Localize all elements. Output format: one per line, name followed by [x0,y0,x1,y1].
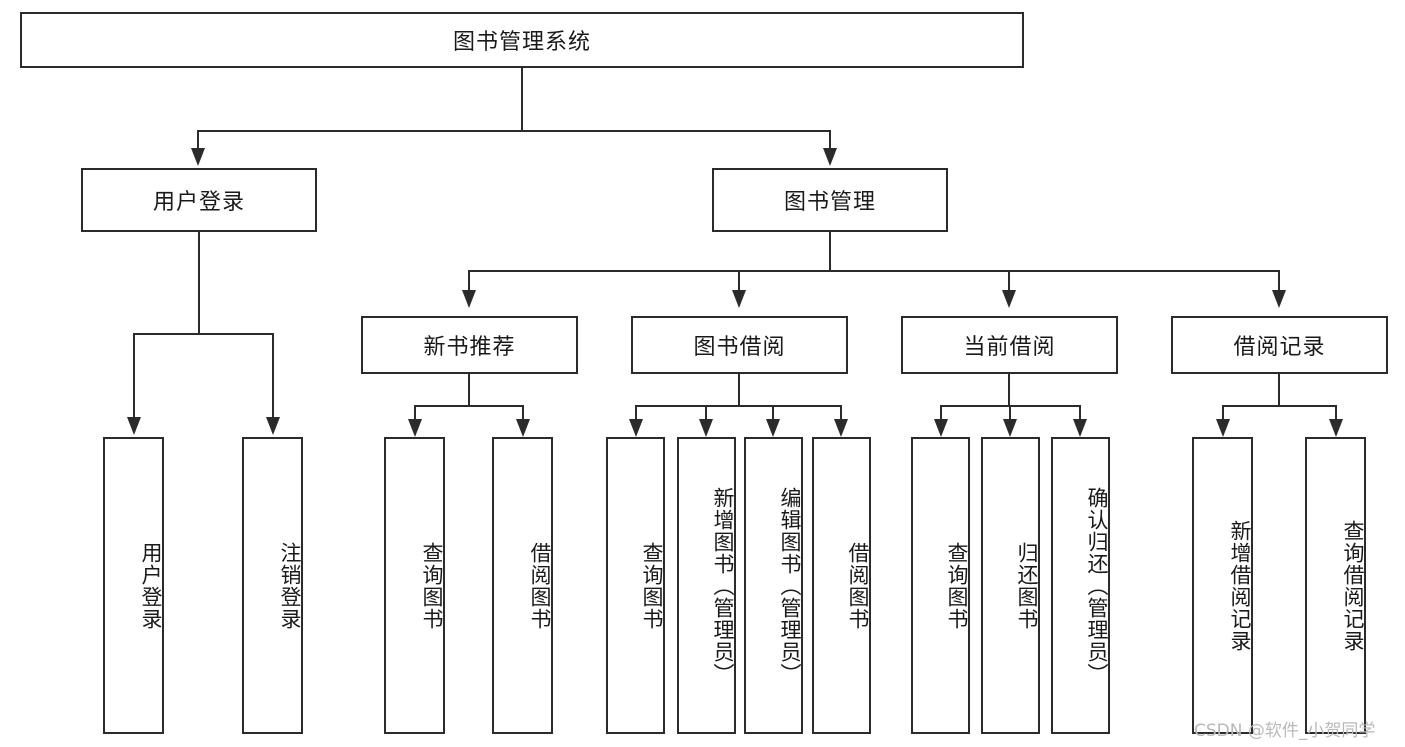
edge-book-management-stem [829,232,831,272]
node-label: 图书管理 [783,190,876,215]
edge-br-drop-2 [1335,405,1337,421]
node-leaf-borrow-book[interactable]: 借阅图书 [812,437,871,734]
node-label: 注销登录 [278,541,302,630]
arrowhead-leaf-borrow-book-1 [516,419,530,437]
edge-br-stem [1278,374,1280,407]
node-leaf-query-book-recommend[interactable]: 查询图书 [384,437,445,734]
arrowhead-user-login [191,148,205,166]
edge-nbr-stem [468,374,470,407]
edge-book-management-bus [468,270,1280,272]
arrowhead-leaf-add-record [1216,419,1230,437]
node-current-borrow[interactable]: 当前借阅 [901,316,1118,374]
edge-nbr-bus [414,405,524,407]
node-label: 查询图书 [945,541,969,630]
watermark-text: CSDN @软件_小贺同学 [1194,721,1376,741]
node-book-management[interactable]: 图书管理 [712,168,948,232]
edge-bb-drop-1 [635,405,637,421]
edge-br-drop-1 [1222,405,1224,421]
node-leaf-edit-book[interactable]: 编辑图书（管理员） [744,437,803,734]
arrowhead-borrow-record [1272,290,1286,308]
node-label: 查询图书 [420,541,444,630]
node-leaf-logout-login[interactable]: 注销登录 [242,437,303,734]
arrowhead-leaf-user-login [127,417,141,435]
node-new-book-recommend[interactable]: 新书推荐 [361,316,578,374]
node-label: 借阅图书 [528,541,552,630]
node-label: 用户登录 [139,541,163,630]
node-label: 图书借阅 [693,335,786,360]
edge-cb-drop-1 [940,405,942,421]
arrowhead-book-management [823,148,837,166]
edge-bb-drop-4 [840,405,842,421]
edge-root-bus [197,130,831,132]
edge-bm-drop-1 [468,270,470,292]
node-label: 用户登录 [152,190,245,215]
edge-cb-drop-3 [1079,405,1081,421]
arrowhead-current-borrow [1002,290,1016,308]
edge-bb-drop-2 [705,405,707,421]
node-user-login[interactable]: 用户登录 [81,168,317,232]
node-leaf-add-borrow-record[interactable]: 新增借阅记录 [1192,437,1253,734]
edge-bm-drop-2 [738,270,740,292]
node-leaf-user-login[interactable]: 用户登录 [103,437,164,734]
node-label: 查询借阅记录 [1341,519,1365,652]
edge-bb-bus [635,405,842,407]
node-label: 新书推荐 [423,335,516,360]
arrowhead-leaf-query-book-1 [408,419,422,437]
node-leaf-add-book[interactable]: 新增图书（管理员） [677,437,736,734]
edge-bb-drop-3 [772,405,774,421]
edge-cb-drop-2 [1009,405,1011,421]
node-borrow-record[interactable]: 借阅记录 [1171,316,1388,374]
edge-nbr-drop-1 [414,405,416,421]
node-leaf-confirm-return[interactable]: 确认归还（管理员） [1051,437,1110,734]
arrowhead-leaf-confirm-return [1073,419,1087,437]
node-label: 借阅记录 [1233,335,1326,360]
node-label: 借阅图书 [846,541,870,630]
node-label: 新增图书（管理员） [711,486,735,685]
edge-br-bus [1222,405,1337,407]
arrowhead-leaf-add-book [699,419,713,437]
node-leaf-borrow-book-recommend[interactable]: 借阅图书 [492,437,553,734]
arrowhead-leaf-query-record [1329,419,1343,437]
arrowhead-leaf-return-book [1003,419,1017,437]
edge-root-stem [521,68,523,132]
arrowhead-new-book-recommend [462,290,476,308]
node-leaf-query-book-current[interactable]: 查询图书 [911,437,970,734]
edge-user-login-drop-2 [272,333,274,419]
node-label: 查询图书 [640,541,664,630]
edge-bm-drop-4 [1278,270,1280,292]
edge-user-login-drop-1 [133,333,135,419]
node-label: 当前借阅 [963,335,1056,360]
arrowhead-leaf-query-book-3 [934,419,948,437]
edge-nbr-drop-2 [522,405,524,421]
node-label: 归还图书 [1015,541,1039,630]
edge-cb-stem [1008,374,1010,407]
arrowhead-book-borrow [732,290,746,308]
arrowhead-leaf-query-book-2 [629,419,643,437]
arrowhead-leaf-borrow-book-2 [834,419,848,437]
node-leaf-query-book-borrow[interactable]: 查询图书 [606,437,665,734]
node-book-management-system[interactable]: 图书管理系统 [20,12,1024,68]
node-label: 编辑图书（管理员） [778,486,802,685]
edge-root-to-user-login [197,130,199,150]
arrowhead-leaf-edit-book [766,419,780,437]
edge-bm-drop-3 [1008,270,1010,292]
edge-bb-stem [738,374,740,407]
edge-root-to-book-management [829,130,831,150]
node-label: 图书管理系统 [452,30,591,55]
node-leaf-return-book[interactable]: 归还图书 [981,437,1040,734]
arrowhead-leaf-logout-login [266,417,280,435]
edge-user-login-stem [198,232,200,335]
node-label: 确认归还（管理员） [1085,486,1109,685]
edge-user-login-bus [133,333,274,335]
node-book-borrow[interactable]: 图书借阅 [631,316,848,374]
node-label: 新增借阅记录 [1228,519,1252,652]
node-leaf-query-borrow-record[interactable]: 查询借阅记录 [1305,437,1366,734]
